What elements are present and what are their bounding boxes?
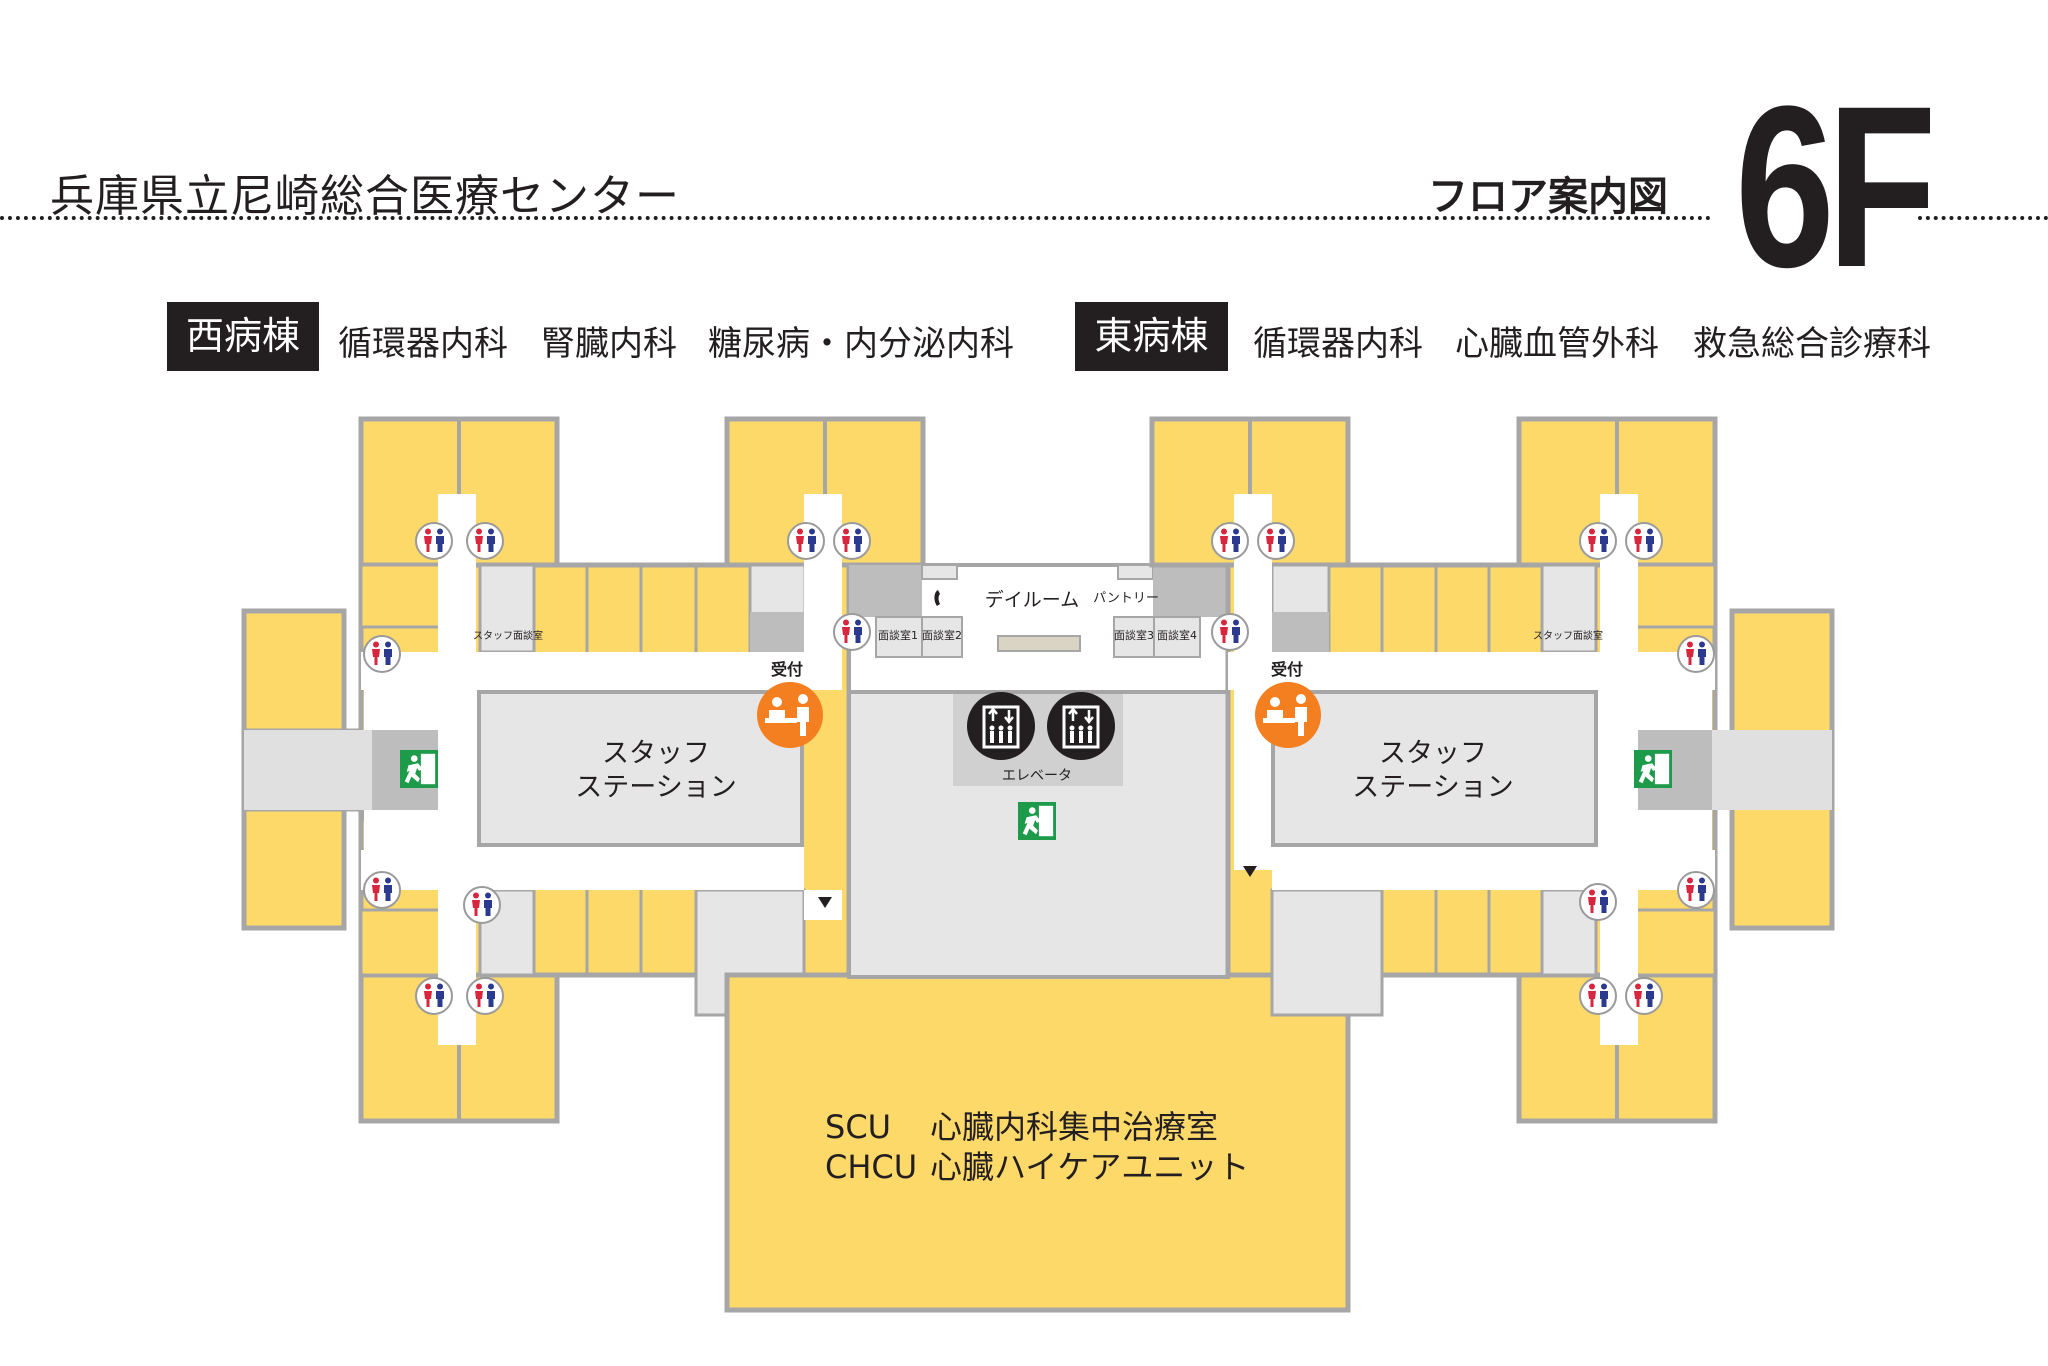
- restroom-icon: [463, 886, 501, 924]
- arrow-down-icon: [818, 897, 832, 908]
- east-staff-station-label-2: ステーション: [1352, 772, 1513, 803]
- interview-room-3-label: 面談室3: [1114, 628, 1154, 642]
- west-dept-1: 循環器内科: [338, 324, 508, 364]
- interview-room-1-label: 面談室1: [878, 628, 918, 642]
- west-ward-badge: 西病棟: [167, 302, 319, 371]
- east-ward-badge: 東病棟: [1075, 302, 1228, 371]
- restroom-icon: [1625, 977, 1663, 1015]
- east-dept-2: 心臓血管外科: [1455, 324, 1659, 364]
- east-dept-1: 循環器内科: [1253, 324, 1423, 364]
- reception-icon: [1255, 682, 1321, 748]
- restroom-icon: [466, 522, 504, 560]
- dayroom-label: デイルーム: [985, 589, 1079, 611]
- restroom-icon: [787, 522, 825, 560]
- emergency-exit-icon: [1634, 750, 1672, 788]
- restroom-icon: [1579, 522, 1617, 560]
- interview-room-4-label: 面談室4: [1157, 628, 1197, 642]
- restroom-icon: [363, 635, 401, 673]
- restroom-icon: [1625, 522, 1663, 560]
- restroom-icon: [1677, 871, 1715, 909]
- elevator-label: エレベータ: [1002, 768, 1072, 784]
- elevator-icon: [1046, 691, 1116, 761]
- east-dept-3: 救急総合診療科: [1693, 324, 1931, 364]
- restroom-icon: [1579, 977, 1617, 1015]
- scu-name: 心臓内科集中治療室: [930, 1108, 1218, 1146]
- header-divider-right: [1918, 216, 2048, 220]
- west-staff-meeting-room-label: スタッフ面談室: [473, 629, 543, 642]
- restroom-icon: [363, 871, 401, 909]
- west-staff-station-label-1: スタッフ: [602, 738, 710, 769]
- arrow-down-icon: [1243, 866, 1257, 877]
- restroom-icon: [833, 613, 871, 651]
- chcu-name: 心臓ハイケアユニット: [930, 1148, 1249, 1186]
- hospital-name: 兵庫県立尼崎総合医療センター: [50, 171, 680, 222]
- reception-icon: [757, 682, 823, 748]
- west-staff-station-label-2: ステーション: [575, 772, 736, 803]
- west-dept-2: 腎臓内科: [541, 324, 677, 364]
- west-dept-3: 糖尿病・内分泌内科: [708, 324, 1014, 364]
- pantry-label: パントリー: [1093, 591, 1159, 606]
- restroom-icon: [415, 522, 453, 560]
- east-reception-label: 受付: [1271, 660, 1303, 679]
- header-divider-left: [0, 216, 1712, 220]
- telephone-icon: [934, 590, 940, 606]
- east-staff-meeting-room-label: スタッフ面談室: [1533, 629, 1603, 642]
- elevator-icon: [966, 691, 1036, 761]
- interview-room-2-label: 面談室2: [922, 628, 962, 642]
- floor-label: 6F: [1735, 58, 1937, 315]
- restroom-icon: [1257, 522, 1295, 560]
- center-area: [724, 563, 1351, 1313]
- restroom-icon: [1211, 522, 1249, 560]
- map-title: フロア案内図: [1428, 174, 1668, 220]
- restroom-icon: [833, 522, 871, 560]
- map-labels: デイルーム パントリー スタッフ面談室 スタッフ面談室 面談室1 面談室2 面談…: [473, 589, 1603, 1186]
- chcu-code: CHCU: [825, 1148, 917, 1186]
- restroom-icon: [1211, 613, 1249, 651]
- restroom-icon: [466, 977, 504, 1015]
- restroom-icon: [1677, 635, 1715, 673]
- restroom-icon: [1579, 883, 1617, 921]
- emergency-exit-icon: [400, 750, 438, 788]
- emergency-exit-icon: [1018, 802, 1056, 840]
- restroom-icon: [415, 977, 453, 1015]
- east-staff-station-label-1: スタッフ: [1379, 738, 1487, 769]
- west-reception-label: 受付: [771, 660, 803, 679]
- scu-code: SCU: [825, 1108, 891, 1146]
